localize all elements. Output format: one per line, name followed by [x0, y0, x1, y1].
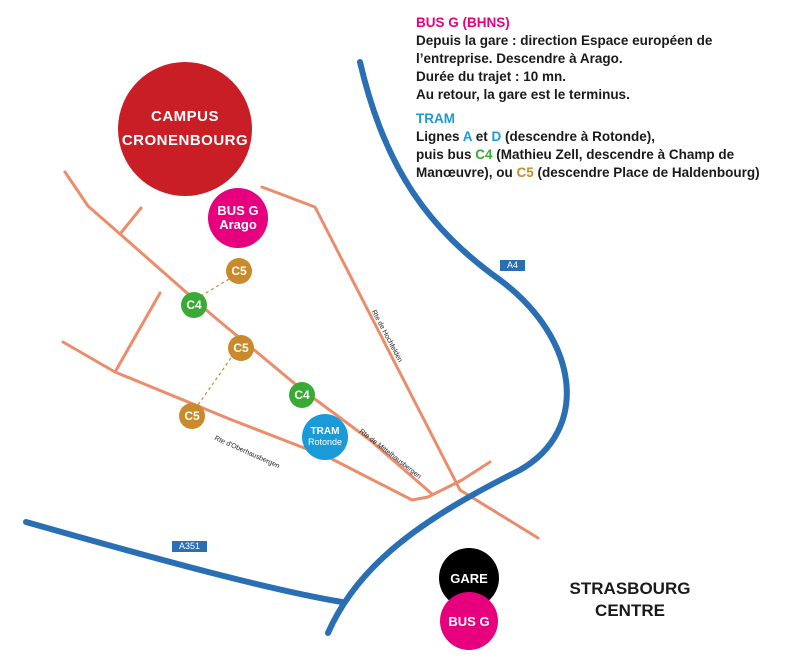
road-oberhausbergen: [61, 340, 492, 502]
dash-c5-top: [200, 278, 230, 297]
highway-a351: [23, 519, 345, 605]
tram-line-3: Manœuvre), ou C5 (descendre Place de Hal…: [416, 165, 760, 180]
bus-c5-stop: C5: [228, 335, 254, 361]
tram-line-1: Lignes A et D (descendre à Rotonde),: [416, 129, 656, 144]
bus-g-gare-stop: BUS G: [440, 592, 498, 650]
road-hochfelden: [260, 185, 540, 540]
road-branch-west: [113, 291, 162, 374]
bus-line-3: Durée du trajet : 10 mn.: [416, 69, 567, 84]
line-a-label: A: [462, 129, 473, 144]
line-c5-label: C5: [516, 165, 534, 180]
highway-a4: [325, 59, 570, 636]
directions-panel: BUS G (BHNS) Depuis la gare : direction …: [416, 14, 791, 182]
bus-c5-stop: C5: [226, 258, 252, 284]
bus-line-2: l’entreprise. Descendre à Arago.: [416, 51, 623, 66]
bus-line-4: Au retour, la gare est le terminus.: [416, 87, 630, 102]
line-c4-label: C4: [475, 147, 493, 162]
road-branch-north: [118, 206, 143, 236]
bus-c4-stop: C4: [181, 292, 207, 318]
tram-title: TRAM: [416, 111, 455, 126]
bus-line-1: Depuis la gare : direction Espace europé…: [416, 33, 713, 48]
line-d-label: D: [491, 129, 502, 144]
bus-g-title: BUS G (BHNS): [416, 15, 510, 30]
road-main-diagonal: [63, 170, 434, 496]
bus-c4-stop: C4: [289, 382, 315, 408]
dash-c5-mid: [197, 357, 232, 406]
highway-a351-label: A351: [172, 541, 208, 552]
tram-line-2: puis bus C4 (Mathieu Zell, descendre à C…: [416, 147, 735, 162]
bus-c5-stop: C5: [179, 403, 205, 429]
highway-a4-label: A4: [500, 260, 526, 271]
